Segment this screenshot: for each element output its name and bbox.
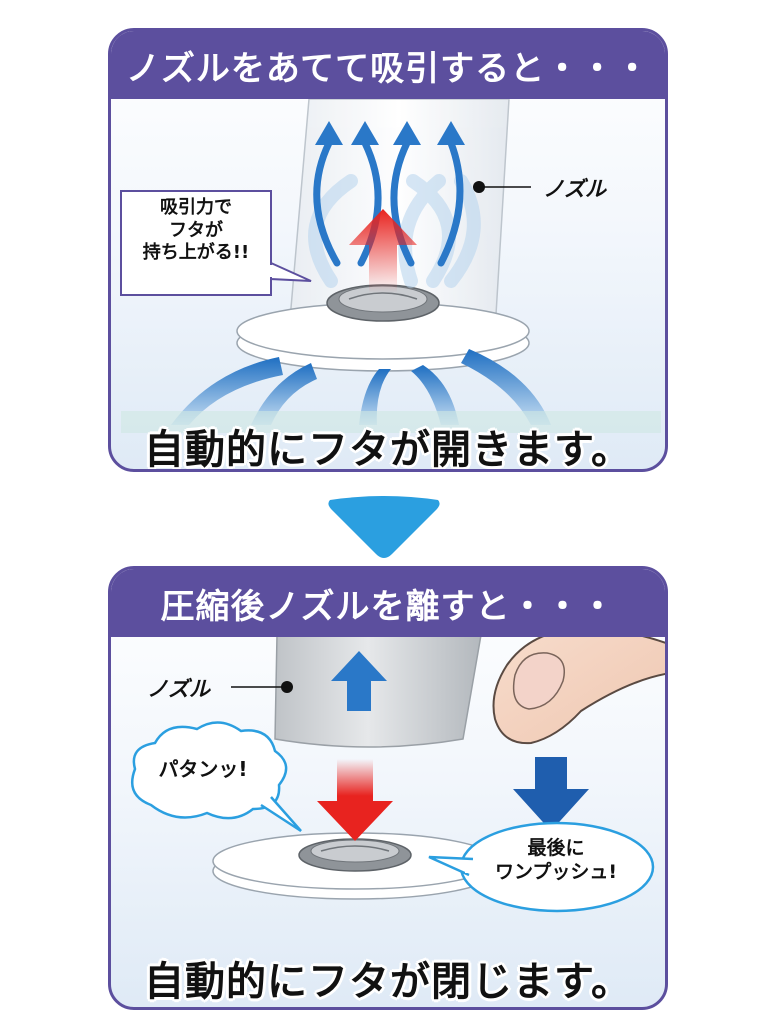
top-callout-text: 吸引力で フタが 持ち上がる!! bbox=[121, 197, 271, 265]
bottom-callout-right: 最後に ワンプッシュ! bbox=[471, 837, 641, 885]
callout-line: 吸引力で bbox=[160, 197, 232, 218]
lift-arrow-icon bbox=[349, 209, 417, 293]
down-triangle-icon bbox=[328, 496, 440, 558]
speech-cloud-left bbox=[131, 721, 302, 833]
bottom-callout-left: パタンッ! bbox=[158, 757, 248, 781]
callout-line: フタが bbox=[169, 219, 223, 241]
up-arrow-icon bbox=[331, 651, 387, 711]
bottom-panel: 圧縮後ノズルを離すと・・・ ノズル パタンッ! 最後に ワンプッシュ! 自動的に… bbox=[108, 566, 668, 1010]
down-arrow-icon bbox=[513, 757, 589, 831]
bottom-caption: 自動的にフタが閉じます。 bbox=[144, 959, 632, 1005]
airflow-arrow-head bbox=[315, 121, 465, 145]
nozzle-leader bbox=[473, 181, 531, 193]
callout-box bbox=[120, 190, 312, 296]
bottom-panel-header: 圧縮後ノズルを離すと・・・ bbox=[111, 569, 665, 637]
callout-line: 持ち上がる!! bbox=[142, 242, 250, 263]
close-arrow-icon bbox=[317, 759, 393, 841]
ground-band bbox=[121, 411, 661, 433]
top-nozzle-label: ノズル bbox=[543, 177, 606, 201]
callout-line: ワンプッシュ! bbox=[494, 860, 618, 883]
top-panel-header: ノズルをあてて吸引すると・・・ bbox=[111, 31, 665, 99]
finger-icon bbox=[492, 627, 665, 745]
callout-line: 最後に bbox=[527, 837, 585, 859]
valve-cap-icon bbox=[298, 838, 412, 872]
top-panel: ノズルをあてて吸引すると・・・ ノズル 吸引力で フタが 持ち上がる!! 自動的… bbox=[108, 28, 668, 472]
airflow-arrow-icon bbox=[313, 139, 464, 267]
bottom-illustration bbox=[131, 627, 665, 913]
airflow-band bbox=[308, 174, 481, 288]
bottom-nozzle-label: ノズル bbox=[147, 677, 210, 701]
nozzle-leader bbox=[231, 681, 293, 693]
speech-bubble-right bbox=[428, 821, 655, 913]
nozzle-icon bbox=[274, 634, 482, 748]
top-illustration bbox=[120, 98, 661, 433]
top-caption: 自動的にフタが開きます。 bbox=[144, 427, 632, 472]
